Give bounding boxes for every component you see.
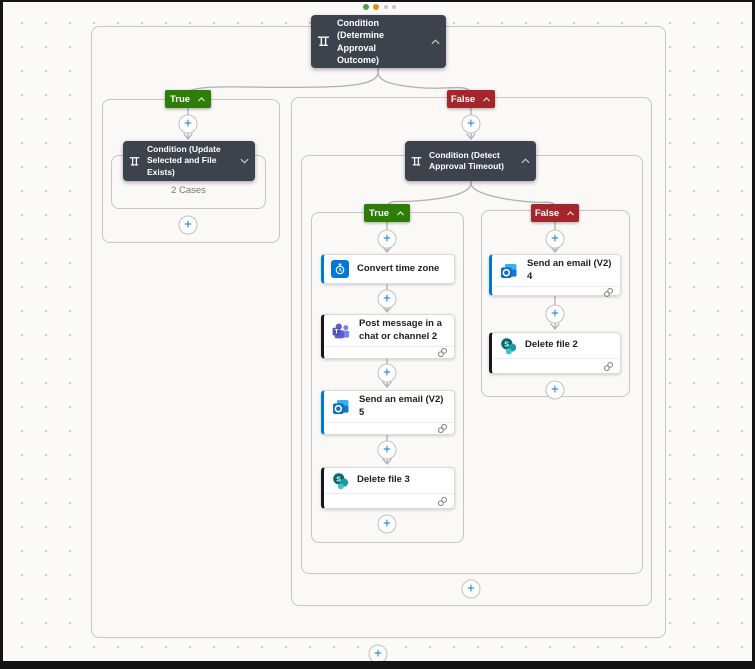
action-delete-file-2-card[interactable]: S Delete file 2 <box>489 332 621 374</box>
chevron-up-icon <box>397 210 404 215</box>
teams-icon: T <box>331 322 351 340</box>
chevron-up-icon[interactable] <box>520 157 531 165</box>
connection-link-icon <box>437 496 448 506</box>
outlook-icon <box>331 397 351 416</box>
flow-canvas[interactable]: Condition (Determine Approval Outcome) T… <box>3 2 752 661</box>
add-action-button[interactable] <box>461 579 481 599</box>
action-label: Delete file 3 <box>357 474 410 486</box>
insert-action-button[interactable] <box>545 304 565 324</box>
flow-status-dot-gray-1 <box>384 5 388 9</box>
add-action-button[interactable] <box>178 215 198 235</box>
condition-detect-approval-timeout-card[interactable]: Condition (Detect Approval Timeout) <box>405 141 536 181</box>
action-label: Send an email (V2) 5 <box>359 394 444 418</box>
condition-determine-approval-outcome-card[interactable]: Condition (Determine Approval Outcome) <box>311 15 446 68</box>
insert-action-button[interactable] <box>377 289 397 309</box>
chevron-up-icon[interactable] <box>430 38 441 46</box>
svg-text:T: T <box>334 328 338 335</box>
flow-status-dot-green <box>363 4 369 10</box>
condition-icon <box>128 155 141 168</box>
connection-footer <box>492 286 620 298</box>
branch-label-text: False <box>450 93 476 105</box>
action-delete-file-3-card[interactable]: S Delete file 3 <box>321 467 455 509</box>
add-action-button[interactable] <box>377 514 397 534</box>
insert-action-button[interactable] <box>377 229 397 249</box>
flow-status-dot-gray-2 <box>392 5 396 9</box>
add-action-button[interactable] <box>545 380 565 400</box>
action-label: Delete file 2 <box>525 339 578 351</box>
sharepoint-icon: S <box>331 472 349 490</box>
insert-action-button[interactable] <box>377 363 397 383</box>
condition-icon <box>316 34 331 49</box>
branch-label-text: True <box>368 207 390 219</box>
connection-footer <box>324 493 454 508</box>
add-action-button[interactable] <box>368 644 388 661</box>
svg-text:S: S <box>504 341 509 348</box>
time-zone-icon <box>331 260 349 278</box>
inner-false-branch-label[interactable]: False <box>531 204 579 222</box>
inner-true-branch-label[interactable]: True <box>364 204 410 222</box>
flow-status-dot-orange <box>373 4 379 10</box>
action-label: Post message in a chat or channel 2 <box>359 318 442 342</box>
insert-action-button[interactable] <box>377 440 397 460</box>
connection-link-icon <box>603 287 614 298</box>
connection-footer <box>324 346 454 358</box>
insert-action-button[interactable] <box>545 229 565 249</box>
connection-link-icon <box>437 347 448 358</box>
branch-label-text: True <box>169 93 191 105</box>
condition-title: Condition (Update Selected and File Exis… <box>147 143 221 177</box>
condition-title: Condition (Determine Approval Outcome) <box>337 17 385 66</box>
action-post-teams-message-card[interactable]: T Post message in a chat or channel 2 <box>321 314 455 359</box>
outer-false-branch-label[interactable]: False <box>447 90 495 108</box>
condition-icon <box>410 155 423 168</box>
branch-label-text: False <box>534 207 560 219</box>
connection-link-icon <box>437 423 448 434</box>
connection-footer <box>324 422 454 434</box>
condition-title: Condition (Detect Approval Timeout) <box>429 149 504 172</box>
connection-footer <box>492 358 620 373</box>
action-send-email-5-card[interactable]: Send an email (V2) 5 <box>321 390 455 435</box>
action-convert-time-zone-card[interactable]: Convert time zone <box>321 254 455 284</box>
action-label: Send an email (V2) 4 <box>527 258 612 282</box>
insert-action-button[interactable] <box>461 114 481 134</box>
chevron-up-icon <box>198 96 205 101</box>
chevron-up-icon <box>483 96 491 101</box>
condition-update-selected-card[interactable]: Condition (Update Selected and File Exis… <box>123 141 255 181</box>
insert-action-button[interactable] <box>178 114 198 134</box>
chevron-down-icon[interactable] <box>239 157 250 165</box>
outlook-icon <box>499 261 519 280</box>
collapsed-cases-count: 2 Cases <box>171 185 206 196</box>
sharepoint-icon: S <box>499 337 517 355</box>
svg-text:S: S <box>336 476 341 483</box>
connection-link-icon <box>603 361 614 371</box>
outer-true-branch-label[interactable]: True <box>165 90 211 108</box>
action-label: Convert time zone <box>357 262 440 274</box>
chevron-up-icon <box>567 210 575 215</box>
action-send-email-4-card[interactable]: Send an email (V2) 4 <box>489 254 621 298</box>
